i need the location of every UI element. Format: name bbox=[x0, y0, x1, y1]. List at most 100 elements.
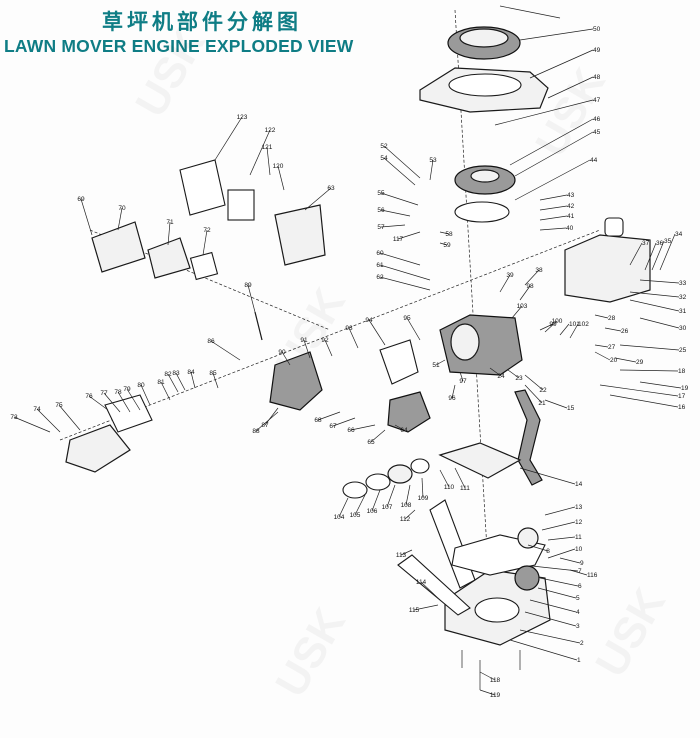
watermark: USK bbox=[266, 600, 355, 705]
part-number-label: 89 bbox=[244, 282, 252, 289]
leader-line bbox=[524, 374, 544, 391]
flywheel-hub-drawing bbox=[470, 169, 500, 183]
title-english: LAWN MOVER ENGINE EXPLODED VIEW bbox=[4, 36, 354, 56]
leader-line bbox=[539, 194, 568, 201]
part-number-label: 107 bbox=[382, 504, 393, 511]
part-number-label: 72 bbox=[203, 227, 211, 234]
leader-line bbox=[190, 371, 196, 389]
part-number-label: 4 bbox=[576, 609, 580, 616]
vertical-axis-line bbox=[454, 9, 491, 601]
part-number-label: 26 bbox=[621, 328, 629, 335]
bracket-drawing bbox=[274, 204, 326, 266]
part-number-label: 55 bbox=[377, 190, 385, 197]
part-number-label: 10 bbox=[575, 546, 583, 553]
part-number-label: 64 bbox=[400, 427, 408, 434]
leader-line bbox=[519, 285, 531, 301]
part-number-label: 109 bbox=[418, 495, 429, 502]
part-number-label: 68 bbox=[314, 417, 322, 424]
part-number-label: 62 bbox=[376, 274, 384, 281]
part-number-label: 61 bbox=[376, 262, 384, 269]
cam-gear-drawing bbox=[514, 565, 540, 591]
filter-frame-drawing bbox=[179, 159, 226, 216]
fan-plate-drawing bbox=[454, 201, 510, 223]
part-number-label: 85 bbox=[209, 370, 217, 377]
piston-ring-drawing bbox=[365, 473, 391, 491]
leader-line bbox=[247, 284, 256, 313]
leader-line bbox=[277, 165, 285, 191]
part-number-label: 101 bbox=[569, 321, 580, 328]
leader-line bbox=[509, 118, 594, 166]
shroud-opening-drawing bbox=[448, 73, 522, 97]
part-number-label: 114 bbox=[416, 579, 427, 586]
part-number-label: 69 bbox=[77, 196, 85, 203]
part-number-label: 94 bbox=[365, 317, 373, 324]
leader-line bbox=[639, 317, 680, 329]
leader-line bbox=[303, 339, 311, 359]
leader-line bbox=[619, 369, 679, 372]
leader-line bbox=[80, 198, 93, 236]
part-number-label: 76 bbox=[85, 393, 93, 400]
leader-line bbox=[370, 429, 386, 443]
part-number-label: 105 bbox=[350, 512, 361, 519]
leader-line bbox=[547, 548, 576, 559]
leader-line bbox=[117, 207, 123, 231]
part-number-label: 23 bbox=[515, 375, 523, 382]
leader-line bbox=[421, 477, 424, 499]
leader-line bbox=[371, 489, 381, 512]
leader-line bbox=[629, 242, 643, 266]
part-number-label: 71 bbox=[166, 219, 174, 226]
leader-line bbox=[451, 384, 456, 399]
part-number-label: 3 bbox=[576, 623, 580, 630]
leader-line bbox=[539, 205, 568, 211]
part-number-label: 27 bbox=[608, 344, 616, 351]
leader-line bbox=[569, 323, 579, 339]
leader-line bbox=[400, 549, 413, 556]
leader-line bbox=[519, 467, 576, 485]
leader-line bbox=[559, 557, 581, 564]
leader-line bbox=[435, 359, 446, 366]
part-illustrations bbox=[65, 5, 651, 690]
leader-line bbox=[126, 388, 141, 411]
part-number-label: 49 bbox=[593, 47, 601, 54]
part-number-label: 9 bbox=[580, 560, 584, 567]
leader-line bbox=[439, 242, 448, 246]
leader-line bbox=[140, 384, 151, 406]
watermark: USK bbox=[526, 60, 615, 165]
part-number-label: 122 bbox=[265, 127, 276, 134]
fuel-cap-drawing bbox=[604, 217, 624, 237]
head-gasket-drawing bbox=[379, 339, 419, 385]
part-number-label: 123 bbox=[237, 114, 248, 121]
leader-line bbox=[249, 129, 271, 176]
leader-line bbox=[514, 159, 591, 201]
part-number-label: 6 bbox=[578, 583, 582, 590]
valve-cover-drawing bbox=[438, 442, 522, 479]
leader-line bbox=[13, 416, 51, 433]
piston-drawing bbox=[387, 464, 413, 484]
part-number-label: 93 bbox=[345, 325, 353, 332]
recoil-starter-center-drawing bbox=[459, 28, 509, 48]
leader-line bbox=[264, 407, 279, 426]
part-number-label: 52 bbox=[380, 143, 388, 150]
part-number-label: 63 bbox=[327, 185, 335, 192]
part-number-label: 16 bbox=[678, 404, 686, 411]
part-number-label: 47 bbox=[593, 97, 601, 104]
part-number-label: 17 bbox=[678, 393, 686, 400]
part-number-label: 119 bbox=[490, 692, 501, 699]
part-number-label: 51 bbox=[432, 362, 440, 369]
leader-line bbox=[547, 76, 594, 99]
part-number-label: 118 bbox=[490, 677, 501, 684]
leader-line bbox=[537, 587, 577, 599]
leader-line bbox=[547, 536, 576, 541]
leader-line bbox=[527, 544, 549, 552]
part-number-label: 31 bbox=[679, 308, 687, 315]
part-number-label: 32 bbox=[679, 294, 687, 301]
piston-ring-drawing bbox=[342, 481, 368, 499]
part-number-label: 22 bbox=[539, 387, 547, 394]
leader-line bbox=[350, 424, 376, 431]
part-number-label: 38 bbox=[535, 267, 543, 274]
leader-line bbox=[639, 279, 680, 284]
part-number-label: 41 bbox=[567, 213, 575, 220]
part-number-label: 35 bbox=[664, 238, 672, 245]
part-number-label: 12 bbox=[575, 519, 583, 526]
